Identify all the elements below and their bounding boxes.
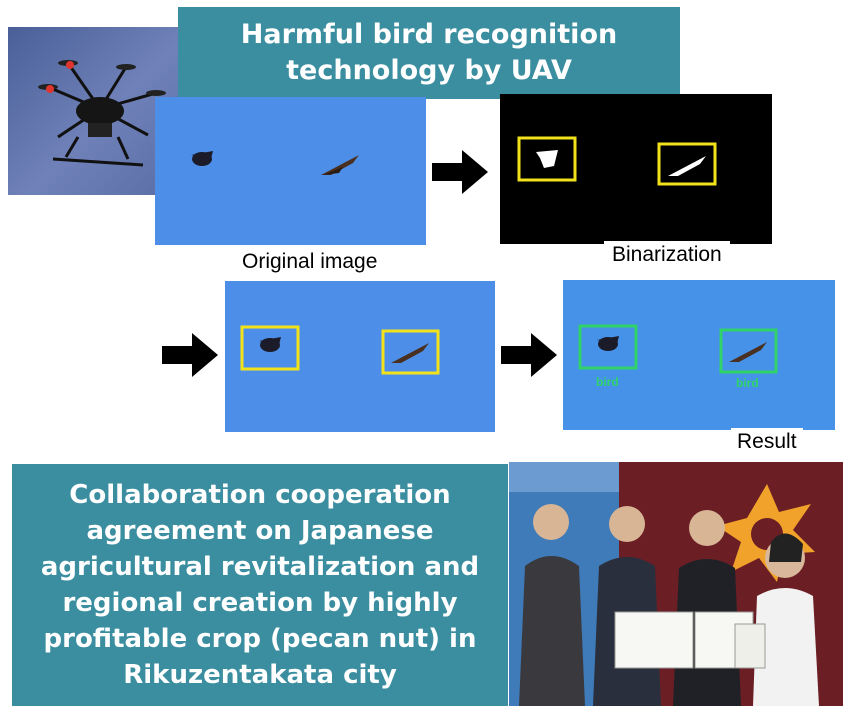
bird-icon	[597, 336, 619, 351]
bird-icon	[729, 342, 767, 362]
arrow-right-icon	[501, 333, 557, 377]
bird-icon	[536, 150, 558, 168]
bird-icon	[321, 155, 359, 175]
bird-icon	[191, 151, 213, 166]
detection-tag: bird	[736, 376, 759, 390]
drone-icon	[38, 60, 166, 167]
group-photo	[509, 462, 843, 706]
agreement-box: Collaboration cooperation agreement on J…	[12, 464, 508, 706]
bird-icon	[668, 156, 706, 176]
detection-box	[381, 329, 440, 375]
agreement-document	[614, 611, 694, 669]
binarization-label: Binarization	[604, 241, 730, 269]
title-box: Harmful bird recognition technology by U…	[178, 7, 680, 99]
detection-box	[240, 325, 300, 371]
result-label: Result	[731, 428, 803, 456]
binarization-panel	[500, 94, 772, 244]
page-title: Harmful bird recognition technology by U…	[240, 19, 618, 86]
detection-box	[719, 328, 778, 374]
arrow-right-icon	[432, 150, 488, 194]
detection-box	[517, 136, 577, 182]
person	[753, 533, 819, 706]
bird-icon	[391, 343, 429, 363]
arrow-right-icon	[162, 333, 218, 377]
detection-box	[657, 142, 717, 186]
detection-panel	[225, 281, 495, 432]
original-image-panel	[155, 97, 426, 245]
detection-box	[578, 324, 638, 370]
drone-photo	[8, 27, 178, 195]
result-panel: bird bird	[563, 280, 835, 430]
original-image-label: Original image	[236, 248, 384, 276]
bird-icon	[259, 337, 281, 352]
agreement-text: Collaboration cooperation agreement on J…	[40, 480, 480, 690]
person	[519, 504, 585, 706]
detection-tag: bird	[596, 375, 619, 389]
